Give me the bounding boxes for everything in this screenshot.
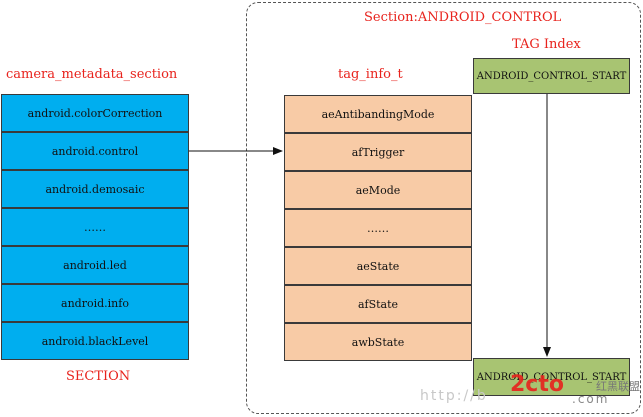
section-row: …… [1, 208, 189, 246]
section-row: android.info [1, 284, 189, 322]
watermark-brand: 红黑联盟 [596, 380, 640, 393]
tag-index-end: ANDROID_CONTROL_START [473, 358, 630, 396]
tag-row: afState [284, 285, 472, 323]
tag-row: aeMode [284, 171, 472, 209]
section-row: android.colorCorrection [1, 94, 189, 132]
tag-row: …… [284, 209, 472, 247]
section-title: Section:ANDROID_CONTROL [364, 10, 562, 25]
tag-index-title: TAG Index [512, 37, 581, 52]
section-row: android.control [1, 132, 189, 170]
tag-row: awbState [284, 323, 472, 361]
tag-row: aeAntibandingMode [284, 95, 472, 133]
left-title: camera_metadata_section [6, 67, 178, 82]
watermark-site: .com [572, 392, 610, 406]
tag-row: afTrigger [284, 133, 472, 171]
tag-index-start: ANDROID_CONTROL_START [473, 58, 630, 94]
middle-title: tag_info_t [338, 67, 403, 82]
watermark-url: http://b [420, 388, 488, 404]
section-row: android.led [1, 246, 189, 284]
watermark-logo: 2cto [510, 372, 564, 397]
tag-row: aeState [284, 247, 472, 285]
left-footer: SECTION [66, 369, 131, 384]
section-row: android.demosaic [1, 170, 189, 208]
section-row: android.blackLevel [1, 322, 189, 360]
android-control-section-frame [246, 2, 641, 414]
